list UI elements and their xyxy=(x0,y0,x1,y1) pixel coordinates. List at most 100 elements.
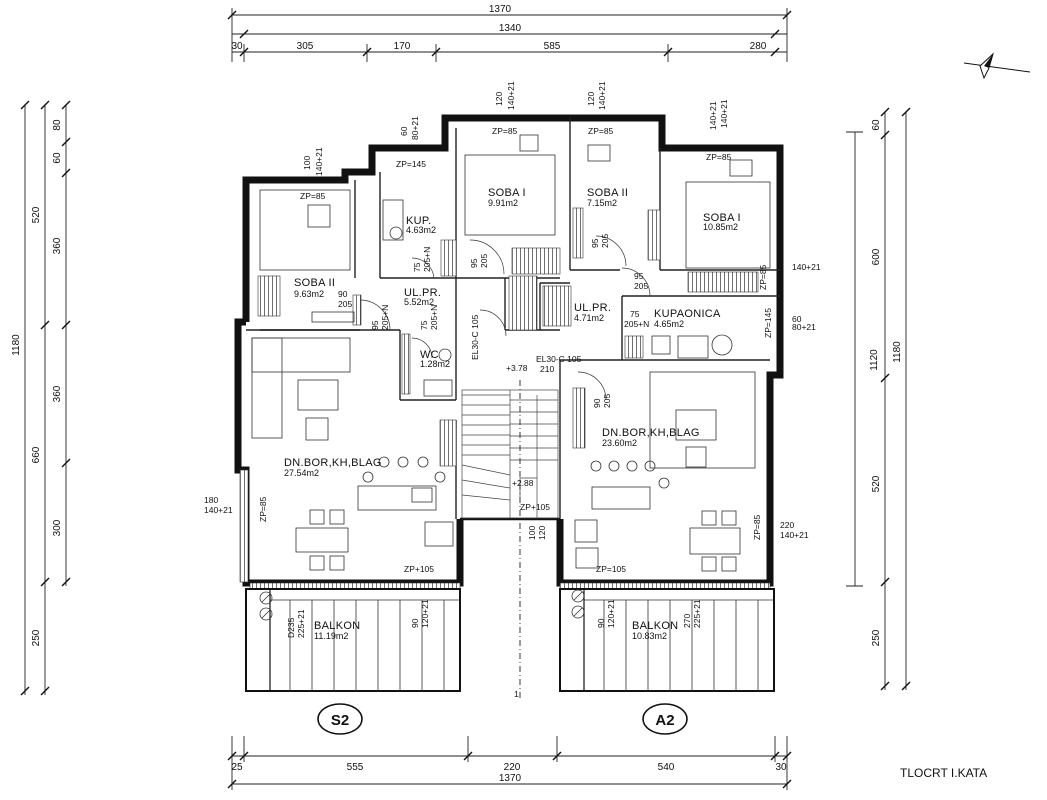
bottom-seg-3: 220 xyxy=(504,762,521,773)
bottom-seg-5: 30 xyxy=(775,762,787,773)
room-s2-balkon-name: BALKON xyxy=(314,620,360,632)
ann-75-b: 75 xyxy=(412,262,422,272)
ann-140: 140+21 xyxy=(792,262,821,272)
ann-60-b: 60 xyxy=(792,314,802,324)
ann-zp85-b: ZP=85 xyxy=(492,126,518,136)
room-s2-wc-name: WC xyxy=(420,349,439,361)
unit-tag-s2: S2 xyxy=(317,703,363,735)
ann-140-21-b: 140+21 xyxy=(506,81,516,110)
ann-75-a: 75 xyxy=(419,320,429,330)
top-seg-4: 585 xyxy=(544,41,561,52)
room-s2-kup-name: KUP. xyxy=(406,215,431,227)
interior-partitions xyxy=(246,118,780,519)
left-inner-5: 300 xyxy=(52,519,63,536)
ann-120-a: 120 xyxy=(494,92,504,106)
unit-tag-s2-label: S2 xyxy=(331,712,349,729)
ann-d235: D235 xyxy=(286,617,296,638)
ann-95-b: 95 xyxy=(469,258,479,268)
drawing-title: TLOCRT I.KATA xyxy=(900,766,987,780)
ann-140-21-c: 140+21 xyxy=(597,81,607,110)
ann-120-21-a: 120+21 xyxy=(420,599,430,628)
ann-120-c: 120 xyxy=(537,526,547,540)
left-outer-1: 520 xyxy=(31,206,42,223)
room-s2-soba1-name: SOBA I xyxy=(488,187,526,199)
room-a2-balkon-name: BALKON xyxy=(632,620,678,632)
room-labels: SOBA II 9.63m2 KUP. 4.63m2 SOBA I 9.91m2… xyxy=(284,187,741,641)
ann-205n-d: 205+N xyxy=(624,319,649,329)
bottom-dimension-lines: 25 555 220 540 30 1370 xyxy=(227,736,792,790)
room-s2-kup-area: 4.63m2 xyxy=(406,225,436,235)
balcony-right xyxy=(559,588,775,692)
bottom-seg-2: 555 xyxy=(347,762,364,773)
opening-annotations: ZP=85 100 140+21 ZP=145 60 80+21 ZP=85 1… xyxy=(204,81,821,638)
staircase: 1 xyxy=(461,380,559,700)
bottom-seg-4: 540 xyxy=(658,762,675,773)
ann-zp105-c: ZP=105 xyxy=(596,564,626,574)
room-s2-wc-area: 1.28m2 xyxy=(420,359,450,369)
ann-zp85-g: ZP=85 xyxy=(752,514,762,540)
ann-205n-c: 205+N xyxy=(422,247,432,272)
top-seg-2: 305 xyxy=(297,41,314,52)
unit-tag-a2: A2 xyxy=(642,703,688,735)
room-a2-ulpr-area: 4.71m2 xyxy=(574,313,604,323)
top-total-outer: 1370 xyxy=(489,4,512,15)
top-dimension-lines: 1370 1340 30 305 170 585 280 xyxy=(227,4,792,62)
ann-60-a: 60 xyxy=(399,126,409,136)
room-a2-soba2-name: SOBA II xyxy=(587,187,628,199)
room-a2-soba1-area: 10.85m2 xyxy=(703,222,738,232)
ann-140-a: 140+21 xyxy=(708,101,718,130)
room-a2-dnbor-area: 23.60m2 xyxy=(602,438,637,448)
right-outer-3: 250 xyxy=(871,629,882,646)
ann-zp145-a: ZP=145 xyxy=(396,159,426,169)
left-inner-3: 360 xyxy=(52,237,63,254)
ann-zp85-d: ZP=85 xyxy=(706,152,732,162)
ann-205-a: 205 xyxy=(338,299,352,309)
ann-180: 180 xyxy=(204,495,218,505)
ann-100-a: 100 xyxy=(302,156,312,170)
room-a2-balkon-area: 10.83m2 xyxy=(632,631,667,641)
ann-140-21-a: 140+21 xyxy=(314,147,324,176)
ann-90-d: 90 xyxy=(596,618,606,628)
room-s2-dnbor-area: 27.54m2 xyxy=(284,468,319,478)
left-total: 1180 xyxy=(11,334,22,356)
left-outer-3: 250 xyxy=(31,629,42,646)
ann-95-d: 95 xyxy=(634,271,644,281)
ann-zp85-a: ZP=85 xyxy=(300,191,326,201)
ann-140-b: 140+21 xyxy=(719,99,729,128)
right-outer-2: 520 xyxy=(871,475,882,492)
ann-el105-a: EL30-C 105 xyxy=(470,314,480,360)
ann-205-c: 205 xyxy=(600,234,610,248)
ann-zp105-a: ZP+105 xyxy=(404,564,434,574)
ann-140-21-e: 140+21 xyxy=(780,530,809,540)
left-outer-2: 660 xyxy=(31,446,42,463)
ann-205n-b: 205+N xyxy=(429,305,439,330)
room-s2-dnbor-name: DN.BOR,KH,BLAG xyxy=(284,457,382,469)
top-seg-3: 170 xyxy=(394,41,411,52)
balcony-left xyxy=(245,588,461,692)
room-a2-soba1-name: SOBA I xyxy=(703,212,741,224)
room-s2-ulpr-area: 5.52m2 xyxy=(404,297,434,307)
room-s2-ulpr-name: UL.PR. xyxy=(404,287,441,299)
room-s2-balkon-area: 11.19m2 xyxy=(314,631,348,641)
ann-zp145-b: ZP=145 xyxy=(763,308,773,338)
ann-270: 270 xyxy=(682,614,692,628)
ann-225-21-b: 225+21 xyxy=(692,599,702,628)
ann-225-21-a: 225+21 xyxy=(296,609,306,638)
bottom-seg-1: 25 xyxy=(231,762,243,773)
ann-lvl-288: +2.88 xyxy=(512,478,534,488)
left-inner-4: 360 xyxy=(52,385,63,402)
ann-210-a: 210 xyxy=(540,364,554,374)
right-mid: 1120 xyxy=(869,349,880,371)
top-seg-5: 280 xyxy=(750,41,767,52)
right-dimension-lines: 60 600 520 250 1120 1180 xyxy=(846,107,911,691)
ann-zp105-b: ZP+105 xyxy=(520,502,550,512)
ann-zp85-c: ZP=85 xyxy=(588,126,614,136)
ann-80-21-b: 80+21 xyxy=(792,322,816,332)
north-arrow-icon xyxy=(963,52,1031,80)
room-a2-kupaonica-name: KUPAONICA xyxy=(654,308,721,320)
bottom-total: 1370 xyxy=(499,773,522,784)
room-a2-dnbor-name: DN.BOR,KH,BLAG xyxy=(602,427,700,439)
ann-75-c: 75 xyxy=(630,309,640,319)
left-inner-1: 80 xyxy=(52,119,63,131)
